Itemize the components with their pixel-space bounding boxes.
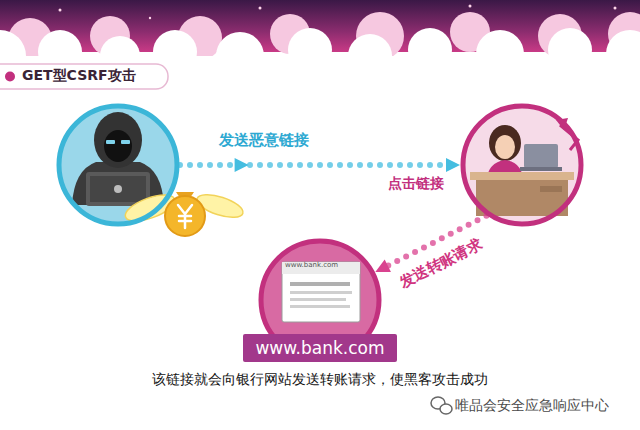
address-text: www.bank.com [285,261,338,269]
circle-outline [460,103,584,227]
hacker-disc [60,107,176,223]
bank-circle: www.bank.comwww.bank.com [258,238,382,362]
stars [59,5,617,20]
arrowhead [446,158,460,172]
caption-text: 该链接就会向银行网站发送转账请求，使黑客攻击成功 [152,371,488,389]
circle-outline [56,103,180,227]
circle-ring [463,106,581,224]
watermark: 唯品会安全应急响应中心 [455,397,609,415]
title-pill [0,64,168,89]
money-bag [122,190,245,236]
browser-window [282,262,360,322]
site-label: www.bank.com [243,334,396,362]
hacker-figure [72,112,164,206]
circle-ring [59,106,177,224]
wechat-icon [431,397,452,414]
arrowhead [235,158,249,172]
woman-figure [470,118,578,216]
hacker-circle [56,103,180,227]
title-text: GET型CSRF攻击 [22,67,136,85]
woman-disc [464,107,580,223]
arrowhead [375,259,391,272]
action-label: 点击链接 [388,175,444,193]
clouds [0,28,640,86]
title-dot [5,72,15,82]
edge-label: 发送恶意链接 [219,131,309,150]
victim-circle: 点击链接 [460,103,584,227]
dotted-connector [180,162,446,168]
edge-label: 发送转账请求 [396,235,485,293]
